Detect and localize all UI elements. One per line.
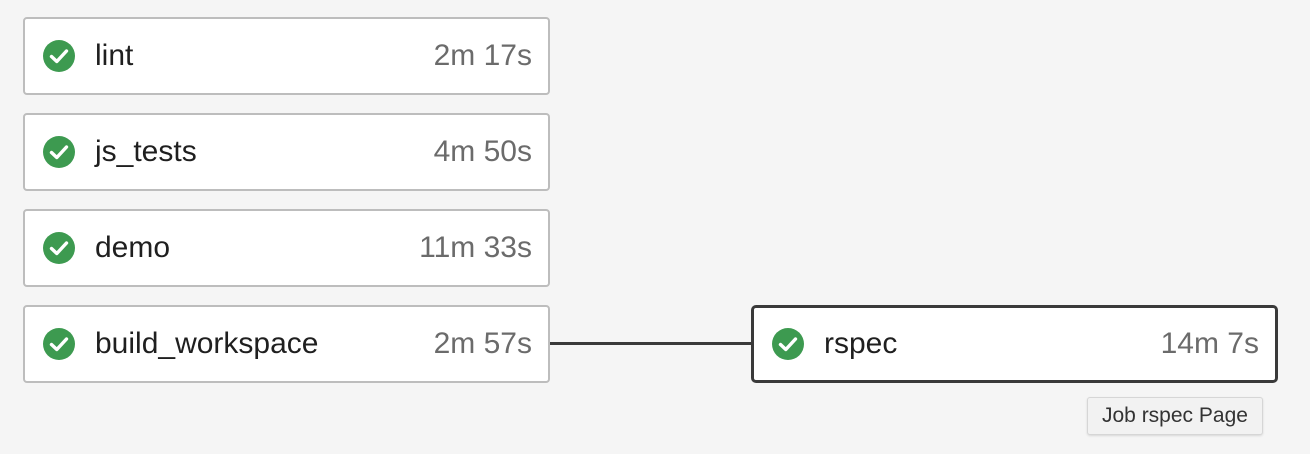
job-card-build-workspace[interactable]: build_workspace 2m 57s	[23, 305, 550, 383]
job-name: rspec	[824, 327, 898, 360]
job-name: build_workspace	[95, 327, 319, 360]
job-duration: 14m 7s	[1160, 327, 1259, 360]
job-dependency-connector	[550, 342, 751, 345]
job-duration: 2m 17s	[433, 39, 532, 72]
job-duration: 2m 57s	[433, 327, 532, 360]
check-circle-icon	[770, 326, 806, 362]
check-circle-icon	[41, 326, 77, 362]
job-card-lint[interactable]: lint 2m 17s	[23, 17, 550, 95]
job-duration: 11m 33s	[419, 231, 532, 264]
job-tooltip: Job rspec Page	[1087, 397, 1263, 435]
check-circle-icon	[41, 134, 77, 170]
job-card-rspec[interactable]: rspec 14m 7s	[751, 305, 1278, 383]
check-circle-icon	[41, 230, 77, 266]
job-card-js-tests[interactable]: js_tests 4m 50s	[23, 113, 550, 191]
check-circle-icon	[41, 38, 77, 74]
job-name: demo	[95, 231, 171, 264]
job-name: lint	[95, 39, 134, 72]
job-name: js_tests	[95, 135, 197, 168]
job-card-demo[interactable]: demo 11m 33s	[23, 209, 550, 287]
job-duration: 4m 50s	[433, 135, 532, 168]
